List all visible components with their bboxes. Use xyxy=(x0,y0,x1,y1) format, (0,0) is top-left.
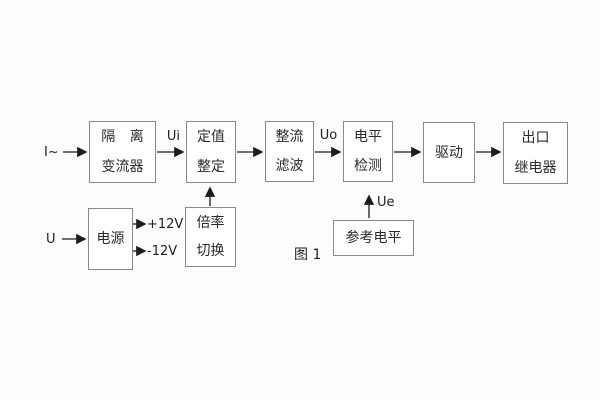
input-label-voltage: U xyxy=(46,232,56,247)
block-label: 切换 xyxy=(196,243,225,259)
block-ratio-switch: 倍率 切换 xyxy=(185,207,236,267)
block-label: 倍率 xyxy=(196,215,225,231)
block-output-relay: 出口 继电器 xyxy=(503,122,568,184)
block-label: 电平 xyxy=(354,129,382,145)
block-label: 检测 xyxy=(354,158,382,174)
block-label: 整定 xyxy=(197,159,225,175)
block-power-supply: 电源 xyxy=(88,208,133,270)
block-driver: 驱动 xyxy=(423,122,475,183)
block-label: 驱动 xyxy=(435,144,463,161)
power-label-plus12v: +12V xyxy=(147,217,184,232)
power-label-minus12v: -12V xyxy=(147,244,178,259)
block-label: 变流器 xyxy=(101,159,144,175)
input-label-current: I~ xyxy=(44,145,59,160)
block-label: 继电器 xyxy=(514,160,557,176)
block-rectifier-filter: 整流 滤波 xyxy=(265,121,314,182)
block-label: 隔 离 xyxy=(101,129,149,145)
block-level-detection: 电平 检测 xyxy=(343,121,393,182)
block-reference-level: 参考电平 xyxy=(333,220,414,256)
block-label: 电源 xyxy=(96,231,125,247)
block-label: 滤波 xyxy=(275,158,304,174)
block-label: 参考电平 xyxy=(345,230,402,246)
block-label: 出口 xyxy=(521,130,550,146)
block-setting-adjust: 定值 整定 xyxy=(186,121,236,183)
signal-label-ue: Ue xyxy=(377,195,395,210)
figure-caption: 图 1 xyxy=(294,247,322,263)
block-label: 定值 xyxy=(197,129,225,145)
block-label: 整流 xyxy=(275,129,304,145)
block-isolation-transformer: 隔 离 变流器 xyxy=(89,121,156,183)
signal-label-uo: Uo xyxy=(319,128,338,143)
signal-label-ui: Ui xyxy=(166,129,181,144)
